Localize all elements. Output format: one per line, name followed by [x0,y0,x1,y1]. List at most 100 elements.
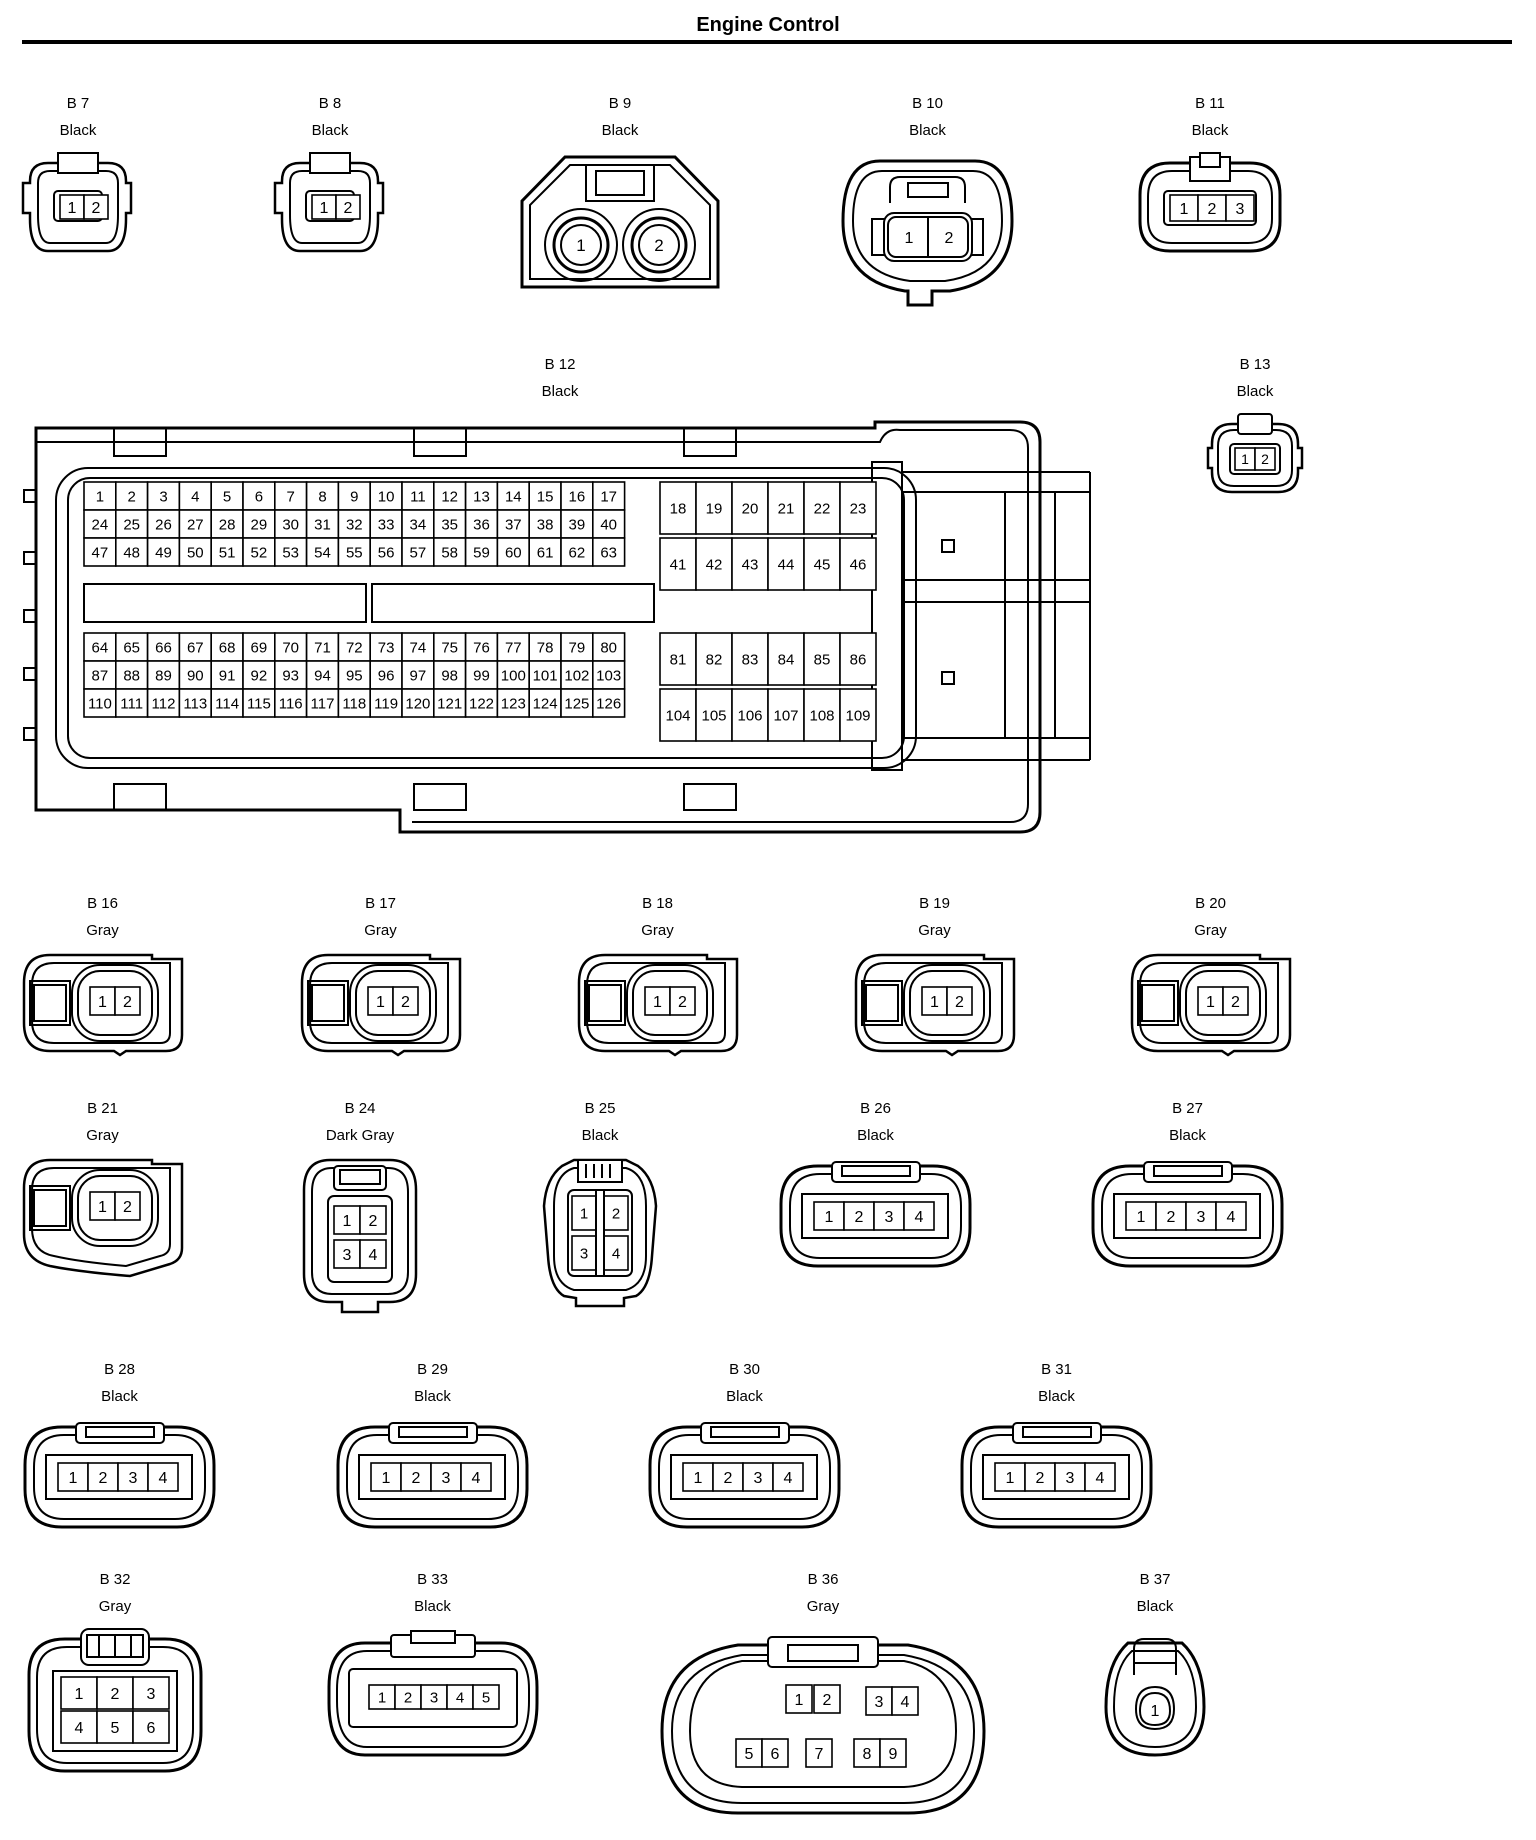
pin-label: 18 [670,500,687,517]
pin-label: 34 [410,516,427,533]
pin-label: 3 [343,1247,352,1264]
pin-label: 110 [88,695,112,712]
pin-label: 14 [505,488,522,505]
pin-cell [132,1676,170,1710]
pin-label: 2 [369,1213,378,1230]
pin-label: 57 [410,544,427,561]
pin-cell [803,688,841,742]
pin-label: 92 [251,667,268,684]
pin-cell [731,688,769,742]
pin-label: 48 [123,544,140,561]
pin-label: 12 [441,488,458,505]
connector-id: B 36 [807,1571,839,1588]
pin-label: 2 [823,1692,832,1709]
pin-cell [591,632,626,662]
pin-label: 70 [282,639,299,656]
connector-color: Gray [806,1598,840,1615]
pin-label: 87 [92,667,109,684]
pin-cell [370,1462,402,1492]
title-rule [22,40,1512,44]
pin-label: 63 [600,544,617,561]
pin-label: 1 [69,1470,78,1487]
pin-label: 117 [311,695,335,712]
pin-label: 69 [251,639,268,656]
pin-label: 6 [255,488,263,505]
pin-label: 58 [441,544,458,561]
pin-cell [591,660,626,690]
pin-label: 1 [343,1213,352,1230]
pin-cell [146,632,181,662]
pin-label: 89 [155,667,172,684]
pin-cell [1197,194,1227,222]
pin-label: 4 [784,1470,793,1487]
pin-label: 3 [159,488,167,505]
pin-label: 114 [215,695,239,712]
pin-label: 35 [441,516,458,533]
pin-cell [1185,1201,1217,1231]
pin-cell [528,537,562,567]
connector-b37: B 37 Black 1 [1100,1571,1210,1771]
pin-label: 124 [533,695,558,712]
pin-cell [335,194,361,220]
pin-label: 3 [754,1470,763,1487]
pin-label: 99 [473,667,490,684]
pin-label: 5 [111,1720,120,1737]
pin-label: 65 [123,639,140,656]
pin-label: 40 [600,516,617,533]
pin-label: 125 [564,695,589,712]
pin-cell [865,1686,893,1716]
pin-label: 37 [505,516,522,533]
pin-label: 1 [68,200,77,217]
pin-label: 2 [855,1209,864,1226]
pin-label: 4 [75,1720,84,1737]
pin-label: 19 [706,500,723,517]
pin-cell [114,1191,141,1221]
pin-label: 1 [382,1470,391,1487]
pin-cell [496,537,530,567]
connector-id: B 25 [584,1100,616,1117]
pin-cell [528,509,562,539]
connector-id: B 37 [1139,1571,1171,1588]
pin-cell [496,509,530,539]
pin-label: 100 [501,667,526,684]
pin-label: 102 [564,667,589,684]
pin-cell [528,688,562,718]
pin-label: 3 [875,1694,884,1711]
pin-label: 2 [401,994,410,1011]
pin-label: 78 [537,639,554,656]
pin-label: 59 [473,544,490,561]
pin-label: 47 [92,544,109,561]
connector-id: B 8 [318,95,342,112]
pin-label: 4 [1227,1209,1236,1226]
pin-label: 4 [1096,1470,1105,1487]
pin-label: 62 [569,544,586,561]
pin-label: 73 [378,639,395,656]
pin-label: 4 [915,1209,924,1226]
connector-id: B 26 [860,1100,891,1117]
pin-cell [571,1195,597,1231]
pin-label: 68 [219,639,236,656]
connector-id: B 17 [365,895,396,912]
